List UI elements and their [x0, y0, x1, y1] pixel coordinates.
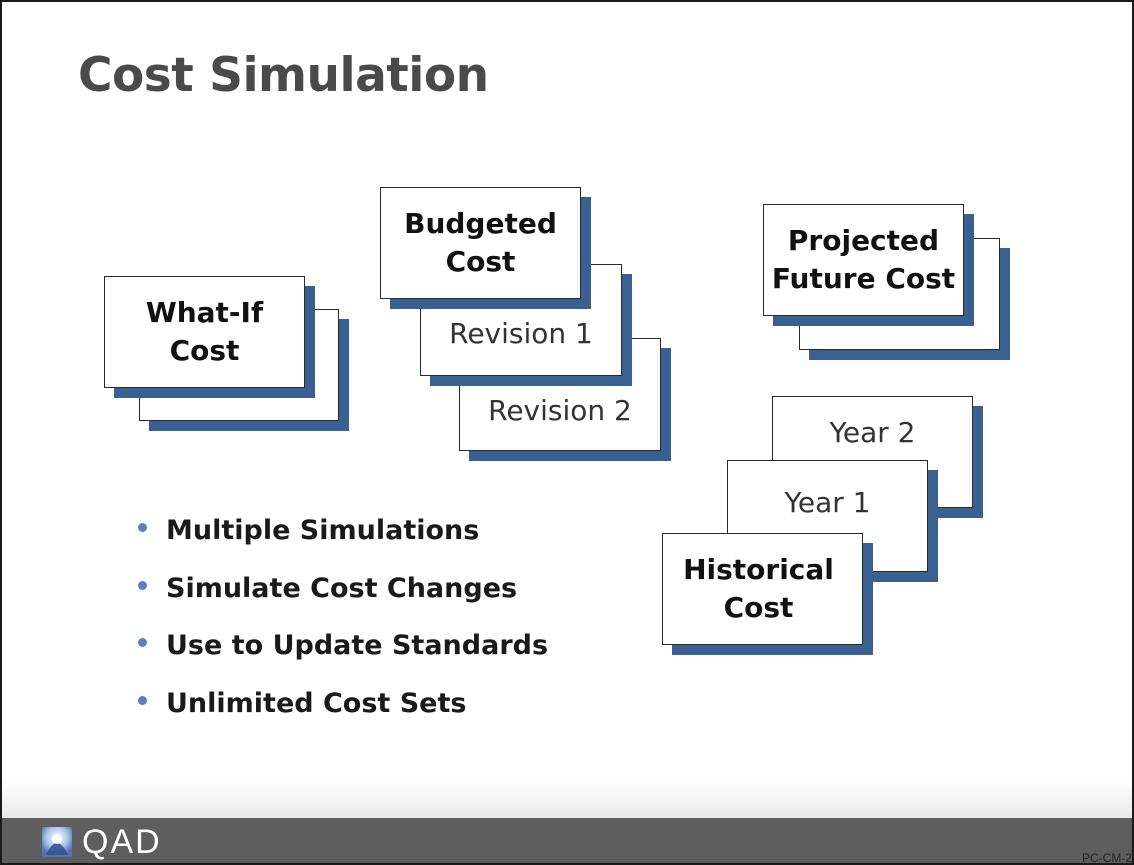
bullet-text: Unlimited Cost Sets — [166, 687, 467, 719]
budgeted-cost-card: Budgeted Cost — [380, 187, 581, 299]
bullet-item: Unlimited Cost Sets — [138, 675, 548, 733]
year-2-label: Year 2 — [829, 416, 916, 449]
revision-2-label: Revision 2 — [488, 393, 632, 427]
bullet-dot-icon — [138, 695, 147, 705]
bullet-list: Multiple Simulations Simulate Cost Chang… — [138, 502, 548, 732]
projected-future-cost-label: Projected Future Cost — [771, 224, 956, 295]
bullet-dot-icon — [138, 638, 147, 648]
revision-1-label: Revision 1 — [449, 317, 593, 350]
bullet-item: Simulate Cost Changes — [138, 560, 548, 618]
year-1-label: Year 1 — [784, 486, 871, 519]
slide-id: PC-CM-2 — [1082, 851, 1132, 865]
qad-logo-text: QAD — [82, 823, 162, 861]
bullet-text: Multiple Simulations — [166, 515, 480, 547]
projected-future-cost-card: Projected Future Cost — [763, 204, 964, 316]
bullet-text: Use to Update Standards — [166, 630, 549, 662]
bullet-item: Multiple Simulations — [138, 502, 548, 560]
what-if-cost-card: What-If Cost — [104, 276, 305, 388]
historical-cost-label: Historical Cost — [683, 553, 834, 624]
historical-cost-card: Historical Cost — [662, 533, 863, 645]
budgeted-cost-label: Budgeted Cost — [404, 207, 557, 278]
what-if-cost-label: What-If Cost — [145, 296, 264, 367]
bullet-item: Use to Update Standards — [138, 617, 548, 675]
footer-fade — [2, 780, 1132, 818]
qad-logo-icon — [42, 827, 72, 857]
bullet-dot-icon — [138, 580, 147, 590]
footer-bar: QAD PC-CM-2 — [2, 818, 1132, 865]
bullet-text: Simulate Cost Changes — [166, 572, 518, 604]
bullet-dot-icon — [138, 523, 147, 533]
slide-title: Cost Simulation — [78, 48, 489, 103]
